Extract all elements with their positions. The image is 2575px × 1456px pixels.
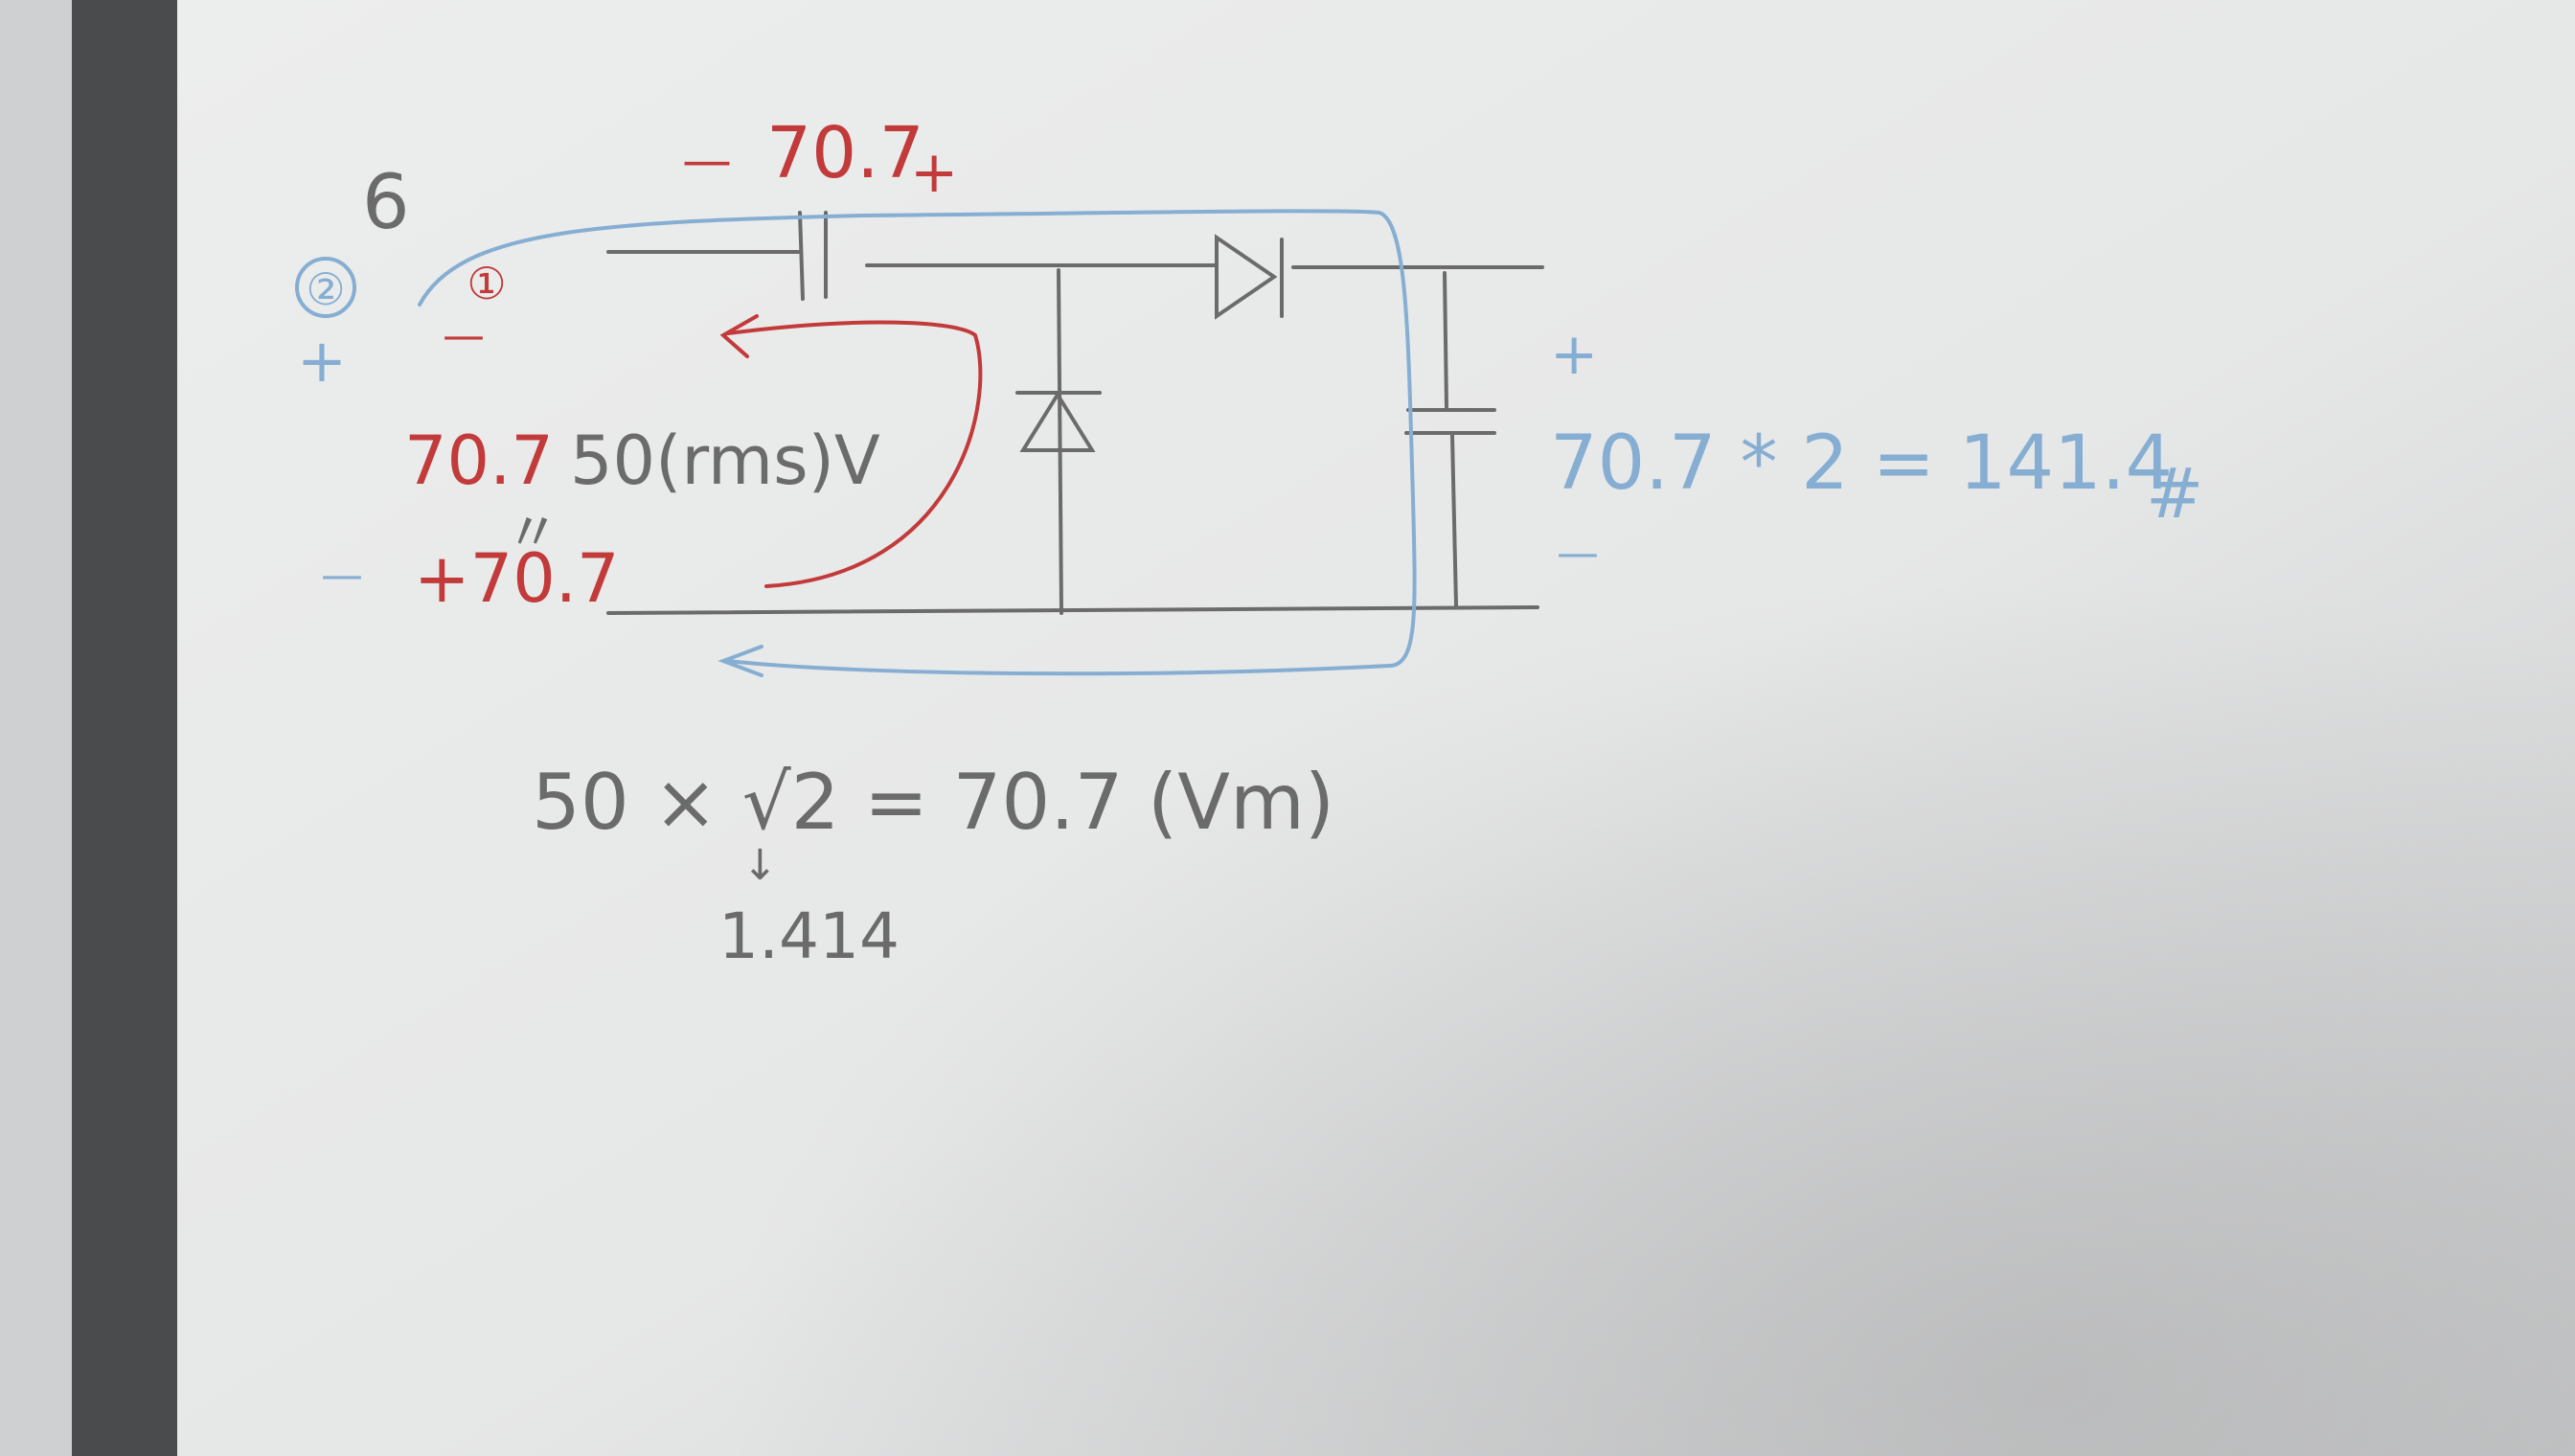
input-bottom-value: +70.7 [414,539,620,618]
shunt-diode-triangle [1019,391,1096,452]
blue-current-path [418,209,1417,677]
cap-voltage-minus: — [682,132,732,190]
circuit-diagram [606,211,1544,615]
bottom-ground-wire [606,605,1539,615]
input-value-red: 70.7 [404,421,554,500]
vm-calculation: 50 × √2 = 70.7 (Vm) [532,758,1334,847]
blue-loop-arrow [418,209,1417,676]
root2-value: 1.414 [718,899,900,973]
second-pass-marker-circle [295,257,356,318]
output-minus: — [1557,529,1599,578]
red-loop-arrow [726,320,983,588]
cap-voltage-plus: + [910,139,958,206]
first-pass-marker: ① [467,258,506,309]
equals-mark: 〃 [506,502,559,564]
blue-arrowhead [718,645,763,677]
page-edge [0,0,72,1456]
input-rating: 50(rms)V [570,421,880,500]
paper-shadow [177,0,2575,1456]
input-top-plus-blue: + [297,326,347,396]
coupling-capacitor-plate-left [798,211,805,301]
output-capacitor-lead-top [1443,271,1448,409]
second-pass-marker: ② [306,263,345,315]
output-plus: + [1550,321,1598,388]
red-current-path [719,314,983,588]
output-capacitor-lead-bottom [1450,434,1458,607]
red-arrowhead [719,314,759,358]
output-end-mark: # [2146,453,2203,534]
cap-voltage-value: 70.7 [766,112,924,194]
root2-arrow: ↓ [742,841,778,890]
problem-number: 6 [362,160,410,246]
notebook-binding [72,0,177,1456]
input-top-minus-red: — [443,311,485,360]
output-equation: 70.7 * 2 = 141.4 [1550,421,2173,507]
input-bottom-minus-blue: — [321,551,363,600]
series-diode-triangle [1215,234,1278,320]
shunt-diode-lead [1057,268,1063,615]
